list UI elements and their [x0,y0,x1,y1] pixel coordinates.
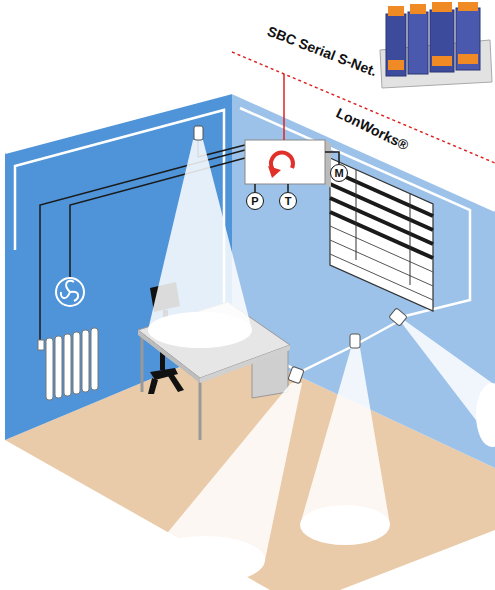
light-beams [145,140,495,584]
sensor-letter: T [285,196,292,207]
radiator [38,328,98,400]
sensor-lead [254,184,256,192]
controller-device [380,2,492,88]
cable-duct [240,108,470,318]
sensor-circle: T [279,192,297,210]
window-blinds [330,158,433,311]
sensor-circle: M [330,164,348,182]
fan-icon [56,278,84,306]
sensor-lead [287,184,289,192]
bus-line [283,74,285,140]
sensor-letter: P [251,196,258,207]
sensor-letter: M [334,168,343,179]
sensor-circle: P [246,192,264,210]
ceiling-edge [5,92,495,210]
network-label: SBC Serial S-Net. [265,24,379,80]
sensor-lead [325,152,339,164]
lamps [194,126,407,384]
room-controller [245,140,331,188]
